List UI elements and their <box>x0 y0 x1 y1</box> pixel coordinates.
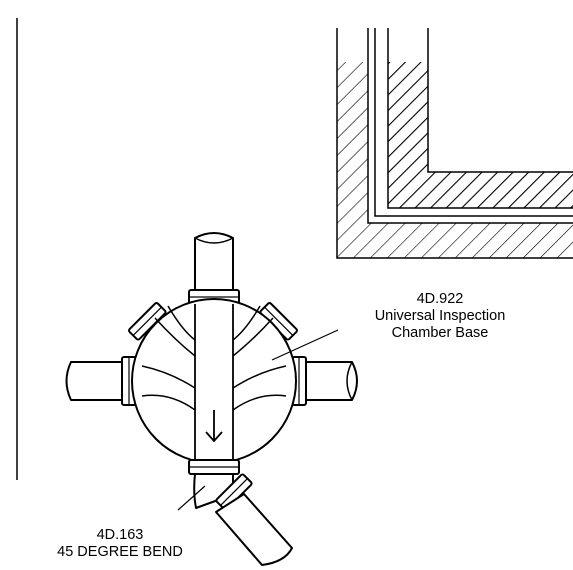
chamber-name-line-2: Chamber Base <box>391 325 489 341</box>
benching-left <box>141 365 196 389</box>
top-pipe <box>194 232 234 293</box>
left-pipe <box>65 361 129 401</box>
bend-label: 4D.163 45 DEGREE BEND <box>0 527 240 561</box>
chamber-section-view <box>336 28 573 259</box>
wall-outline-1 <box>336 28 573 259</box>
bend-code: 4D.163 <box>96 527 144 543</box>
chamber-leader-line <box>271 329 339 361</box>
outer-wall-hatch <box>337 62 573 258</box>
wall-outline-2 <box>367 28 573 224</box>
right-pipe <box>299 361 358 401</box>
chamber-name-line-1: Universal Inspection <box>374 308 506 324</box>
bend-leader-line <box>177 485 206 511</box>
chamber-plan-view <box>65 232 358 566</box>
wall-outline-3 <box>374 28 573 217</box>
bend-outlet-pipe <box>215 493 293 566</box>
benching-right <box>232 365 287 389</box>
chamber-code: 4D.922 <box>416 291 464 307</box>
arrow-down-icon <box>205 410 223 442</box>
wall-outline-5 <box>427 28 573 173</box>
wall-outline-4 <box>387 28 573 209</box>
chamber-label: 4D.922 Universal Inspection Chamber Base <box>350 291 530 342</box>
bend-name: 45 DEGREE BEND <box>57 544 183 560</box>
inner-wall-hatch <box>388 62 573 208</box>
